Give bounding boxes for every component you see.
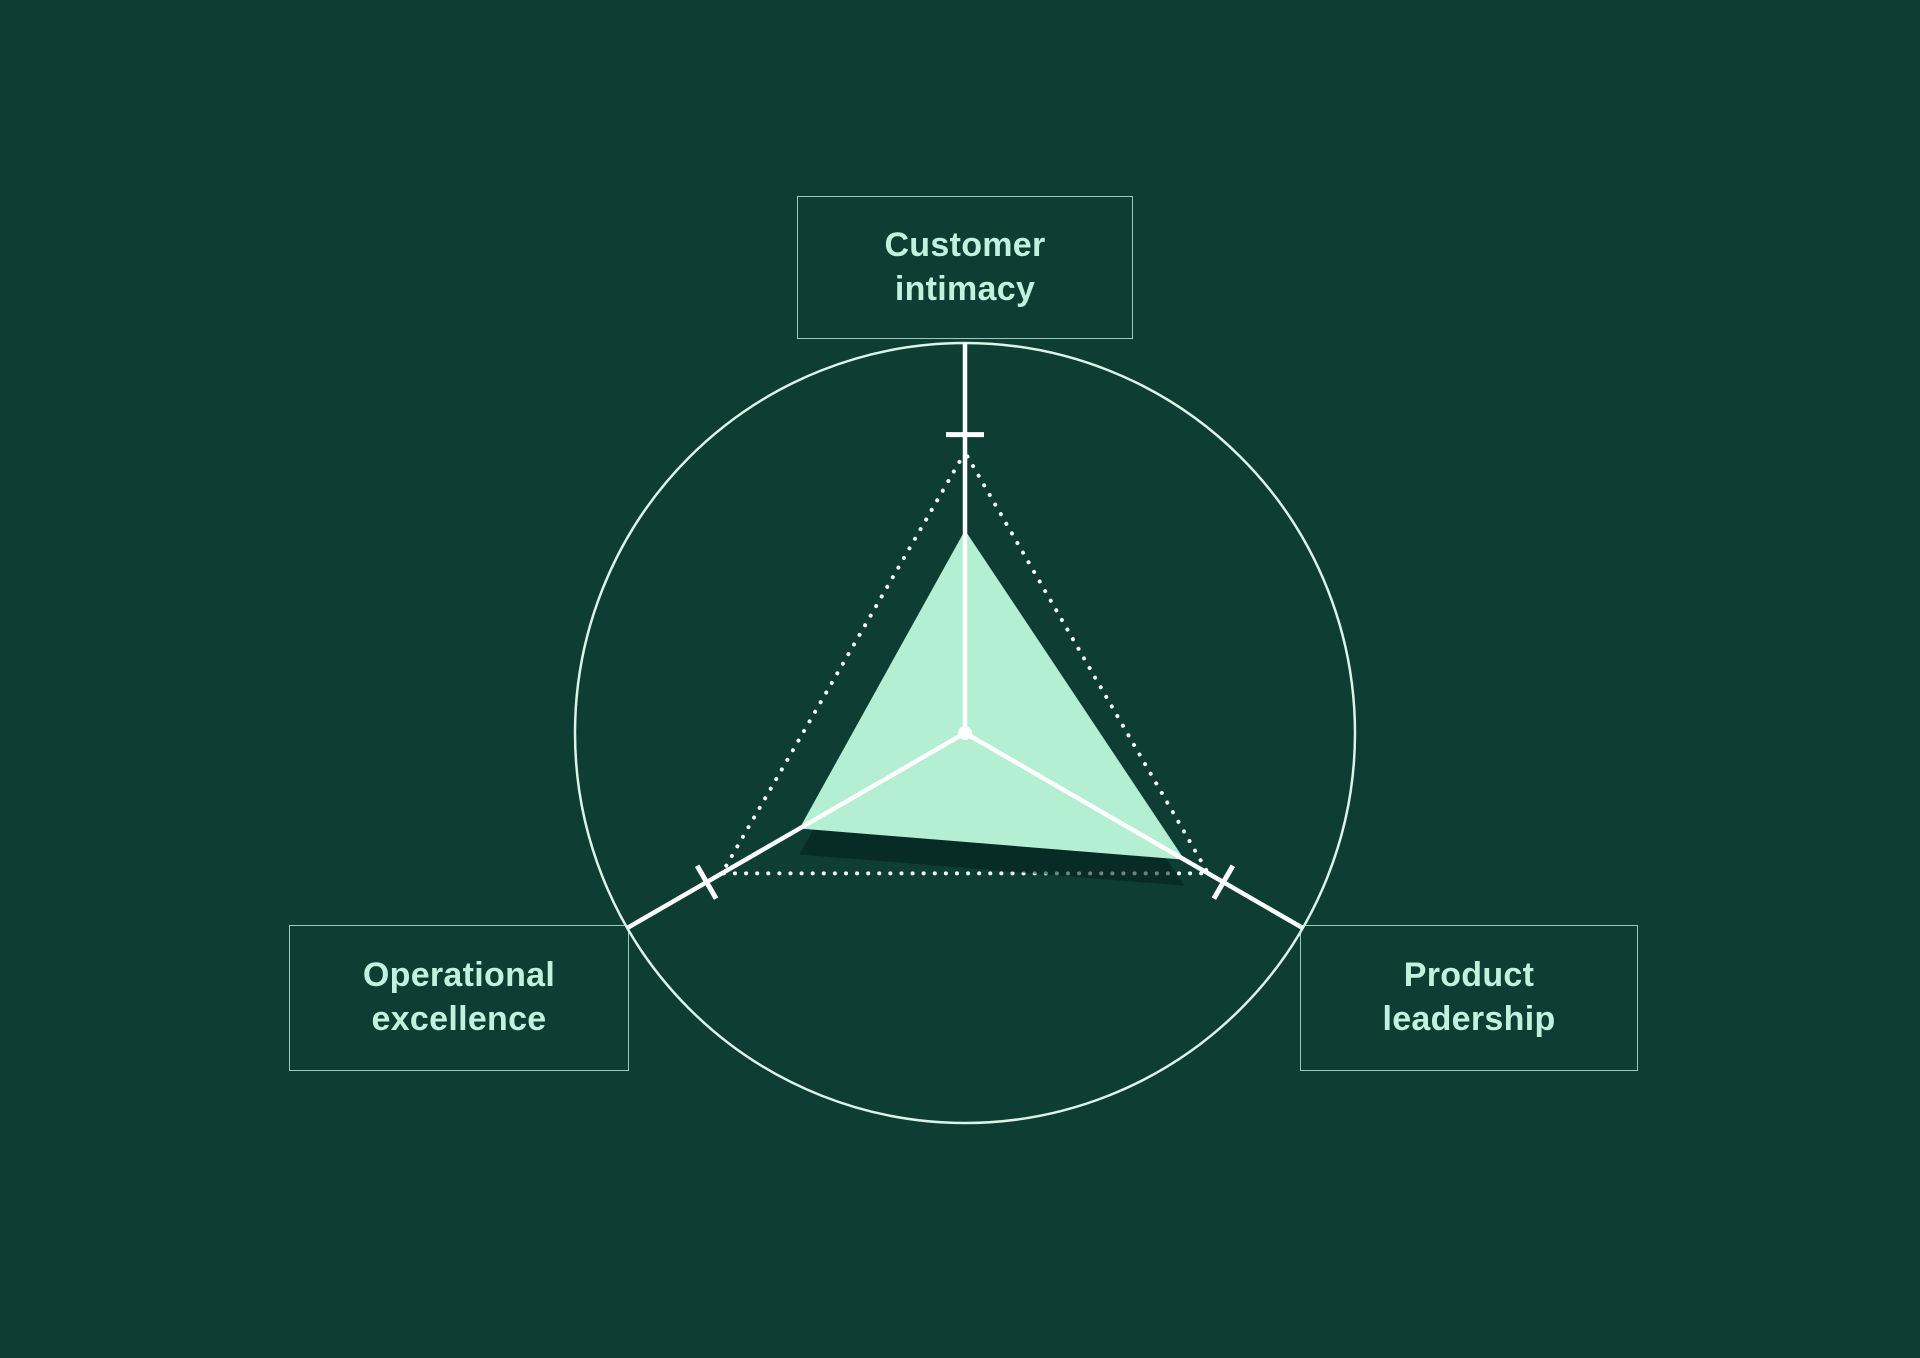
axis-label-customer-intimacy: Customer intimacy <box>797 196 1133 339</box>
axis-label-operational-excellence: Operational excellence <box>289 925 629 1071</box>
axis-label-line: intimacy <box>894 269 1036 308</box>
axis-label-product-leadership: Product leadership <box>1300 925 1638 1071</box>
axis-label-line: excellence <box>371 1000 547 1038</box>
axis-label-line: Customer <box>884 225 1046 264</box>
axis-label-line: Operational <box>362 956 556 995</box>
axis-label-line: leadership <box>1382 1000 1556 1038</box>
axis-label-line: Product <box>1403 956 1535 995</box>
